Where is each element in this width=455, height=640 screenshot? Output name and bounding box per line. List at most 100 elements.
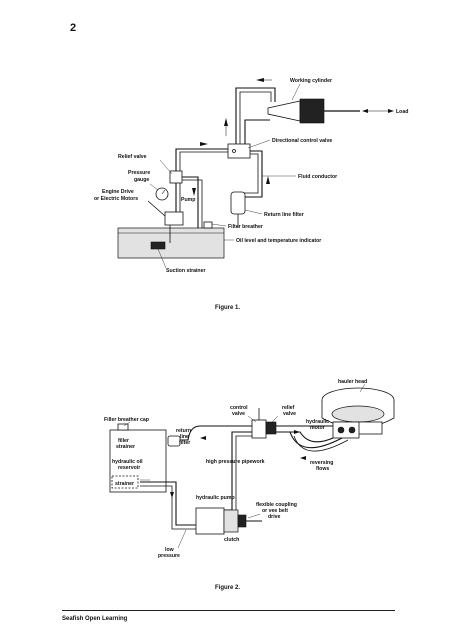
label-relief-valve: Relief valve <box>118 154 147 160</box>
label-high-pressure-pipework: high pressure pipework <box>206 459 265 465</box>
label-engine-drive-2: or Electric Motors <box>94 196 138 202</box>
flow-arrow-2 <box>224 118 228 126</box>
relief-return-line <box>182 176 199 228</box>
pressure-line-inner <box>179 151 234 212</box>
suction-strainer <box>150 241 166 250</box>
label-engine-drive-1: Engine Drive <box>102 189 134 195</box>
motor-pipe-b <box>276 431 334 443</box>
footer-text: Seafish Open Learning <box>62 616 128 622</box>
label-return-line-filter: Return line filter <box>264 212 304 218</box>
label-hydraulic-motor-2: motor <box>310 425 325 431</box>
leader-filter-breather <box>211 223 227 227</box>
label-hydraulic-motor-1: hydraulic <box>306 419 329 425</box>
label-reversing-flows-2: flows <box>316 466 329 472</box>
fluid-conductor-inner <box>244 153 259 194</box>
leader-pressure-gauge <box>149 183 159 191</box>
high-pressure-pipework-inner <box>222 435 252 515</box>
flow-arrow-3 <box>300 456 306 460</box>
reversing-flow-pipe-2 <box>293 435 349 452</box>
leader-low-pressure <box>177 529 187 549</box>
label-flexible-coupling-3: drive <box>268 514 281 520</box>
page-number: 2 <box>70 22 77 34</box>
flow-arrow-1 <box>200 436 206 440</box>
label-suction-strainer: Suction strainer <box>166 268 206 274</box>
label-filler-breather-cap: Filler breather cap <box>104 417 149 423</box>
flow-arrow-4 <box>170 492 174 498</box>
leader-filler-cap <box>123 421 131 427</box>
working-cylinder-barrel <box>299 98 325 124</box>
label-oil-level-indicator: Oil level and temperature indicator <box>236 238 321 244</box>
return-line-filter <box>230 191 246 215</box>
footer-rule <box>62 610 395 611</box>
pump <box>164 211 184 226</box>
leader-relief-valve <box>159 159 173 175</box>
leader-flexible-coupling <box>247 513 261 519</box>
label-flexible-coupling-2: or vee belt <box>262 508 288 514</box>
label-pressure-gauge-1: Pressure <box>128 170 150 176</box>
label-return-line-filter-3: filter <box>179 440 190 446</box>
working-cylinder <box>267 100 301 122</box>
label-hauler-head: hauler head <box>338 379 367 385</box>
filler-breather-cap <box>117 423 129 431</box>
figure-1-caption: Figure 1. <box>214 305 240 311</box>
load-arrowhead-left <box>362 109 368 113</box>
flexible-coupling <box>237 514 247 528</box>
flow-arrow-1 <box>256 78 264 82</box>
clutch <box>223 509 239 533</box>
reservoir-tank <box>117 227 225 259</box>
motor-shaft <box>147 200 166 217</box>
label-return-line-filter-1: return <box>176 428 191 434</box>
return-line-filter <box>167 435 181 447</box>
label-fluid-conductor: Fluid conductor <box>298 174 337 180</box>
label-return-line-filter-2: line <box>180 434 189 440</box>
pressure-gauge-needle <box>161 189 166 195</box>
relief-valve <box>169 170 183 184</box>
label-reversing-flows-1: reversing <box>310 460 333 466</box>
label-low-pressure-1: low <box>165 547 175 553</box>
cylinder-line-b <box>244 119 270 144</box>
leader-working-cylinder <box>291 83 301 101</box>
figure-2-caption: Figure 2. <box>214 585 240 591</box>
directional-control-valve <box>227 143 251 159</box>
label-hydraulic-oil-reservoir-2: reservoir <box>118 465 140 471</box>
label-working-cylinder: Working cylinder <box>290 78 332 84</box>
hydraulic-motor-port-1 <box>337 426 345 434</box>
label-filler-strainer-1: filler <box>118 438 129 444</box>
leader-suction-strainer <box>157 248 167 269</box>
relief-valve <box>265 421 277 435</box>
flow-arrow-3 <box>200 142 208 146</box>
leader-control-valve <box>247 415 257 423</box>
label-flexible-coupling-1: flexible coupling <box>256 502 297 508</box>
control-valve <box>251 419 267 439</box>
label-directional-control-valve: Directional control valve <box>272 138 332 144</box>
hauler-head-groove <box>331 405 385 423</box>
label-control-valve-2: valve <box>232 411 245 417</box>
low-pressure-line <box>140 481 196 526</box>
leader-hauler-head <box>359 383 366 393</box>
label-load: Load <box>396 109 408 115</box>
label-strainer: strainer <box>115 481 134 487</box>
relief-return-line-inner <box>182 179 203 228</box>
low-pressure-line-inner <box>140 485 196 530</box>
leader-return-filter <box>244 209 263 215</box>
strainer <box>111 475 139 489</box>
fluid-conductor <box>244 150 263 198</box>
figure-2-hauler-hydraulic-system: hauler head control valve relief valve h… <box>104 379 395 559</box>
figure-1-hydraulic-circuit-diagram: Working cylinder Load Directional contro… <box>94 78 408 274</box>
cylinder-line-a <box>235 87 276 144</box>
label-control-valve-1: control <box>230 405 248 411</box>
hydraulic-pump <box>195 507 225 535</box>
label-relief-valve-1: relief <box>282 405 295 411</box>
label-low-pressure-2: pressure <box>158 553 180 559</box>
filter-breather <box>203 221 213 229</box>
return-line <box>176 425 252 441</box>
leader-directional-valve <box>247 139 271 149</box>
label-relief-valve-2: valve <box>283 411 296 417</box>
directional-control-valve-port <box>232 149 236 153</box>
label-hydraulic-oil-reservoir-1: hydraulic oil <box>112 459 143 465</box>
load-arrowhead-right <box>388 109 394 113</box>
label-clutch: clutch <box>224 537 239 543</box>
label-hydraulic-pump: hydraulic pump <box>196 495 235 501</box>
flow-arrow-4 <box>266 176 270 184</box>
pressure-line <box>175 148 234 212</box>
